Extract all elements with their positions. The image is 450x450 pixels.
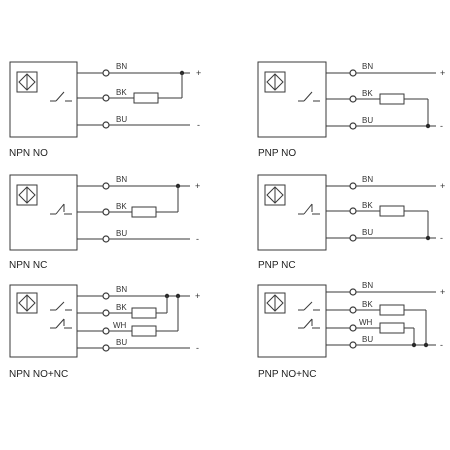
terminal-wh: [349, 324, 357, 332]
sensor-symbol-icon: [264, 184, 286, 206]
terminal-bn: [102, 69, 110, 77]
switch-no-icon: [50, 91, 72, 102]
diagram-caption: PNP NO+NC: [258, 369, 316, 380]
junction-dot: [411, 342, 417, 348]
diagram-caption: NPN NO: [9, 148, 48, 159]
sensor-body: [9, 61, 78, 138]
minus-sign: -: [440, 121, 443, 131]
switch-nc-icon: [298, 318, 320, 329]
minus-sign: -: [196, 234, 199, 244]
load-resistor: [379, 93, 405, 105]
junction-dot: [425, 123, 431, 129]
load-resistor: [131, 206, 157, 218]
terminal-bn: [102, 182, 110, 190]
wire-label-wh: WH: [113, 321, 127, 330]
terminal-bk: [102, 309, 110, 317]
diagram-npn-no: BN BK BU + - NPN NO: [9, 61, 201, 159]
wire-label-bk: BK: [116, 88, 127, 97]
load-resistor: [379, 205, 405, 217]
sensor-body: [257, 284, 327, 358]
wire-label-bn: BN: [116, 285, 127, 294]
terminal-bu: [349, 341, 357, 349]
diagram-pnp-nc: BN BK BU + - PNP NC: [257, 174, 445, 271]
wire-label-bn: BN: [116, 62, 127, 71]
wire-label-bu: BU: [116, 115, 127, 124]
wire-label-bn: BN: [116, 175, 127, 184]
wire-label-wh: WH: [359, 318, 373, 327]
wire-label-bn: BN: [362, 281, 373, 290]
switch-nc-icon: [50, 203, 72, 215]
minus-sign: -: [196, 343, 199, 353]
load-resistor-bk: [131, 307, 157, 319]
sensor-symbol-icon: [16, 184, 38, 206]
wire-label-bu: BU: [362, 335, 373, 344]
minus-sign: -: [197, 120, 200, 130]
terminal-bk: [349, 306, 357, 314]
minus-sign: -: [440, 233, 443, 243]
terminal-bu: [102, 121, 110, 129]
wire-label-bu: BU: [116, 229, 127, 238]
plus-sign: +: [196, 68, 201, 78]
diagram-caption: PNP NO: [258, 148, 296, 159]
load-resistor-wh: [379, 322, 405, 334]
diagram-npn-no-nc: BN BK WH BU + - NPN NO+NC: [9, 284, 200, 380]
wire-label-bu: BU: [116, 338, 127, 347]
sensor-symbol-icon: [16, 292, 38, 314]
wire-label-bk: BK: [362, 89, 373, 98]
wire-label-bk: BK: [116, 303, 127, 312]
load-resistor-bk: [379, 304, 405, 316]
terminal-bu: [349, 122, 357, 130]
diagram-pnp-no: BN BK BU + - PNP NO: [257, 61, 445, 159]
load-resistor: [133, 92, 159, 104]
switch-no-icon: [298, 301, 320, 311]
terminal-wh: [102, 327, 110, 335]
wire-label-bu: BU: [362, 228, 373, 237]
junction-dot: [423, 342, 429, 348]
plus-sign: +: [195, 291, 200, 301]
terminal-bn: [349, 182, 357, 190]
terminal-bn: [349, 69, 357, 77]
sensor-symbol-icon: [264, 292, 286, 314]
sensor-body: [9, 284, 78, 358]
diagram-npn-nc: BN BK BU + - NPN NC: [9, 174, 200, 271]
terminal-bn: [102, 292, 110, 300]
wire-label-bk: BK: [362, 300, 373, 309]
plus-sign: +: [195, 181, 200, 191]
wire-label-bn: BN: [362, 175, 373, 184]
switch-no-icon: [50, 301, 72, 311]
sensor-symbol-icon: [264, 71, 286, 93]
diagram-caption: PNP NC: [258, 260, 296, 271]
diagram-caption: NPN NO+NC: [9, 369, 68, 380]
terminal-bk: [349, 207, 357, 215]
plus-sign: +: [440, 287, 445, 297]
terminal-bu: [102, 235, 110, 243]
terminal-bk: [349, 95, 357, 103]
wire-label-bn: BN: [362, 62, 373, 71]
sensor-body: [9, 174, 78, 251]
sensor-body: [257, 174, 327, 251]
sensor-symbol-icon: [16, 71, 38, 93]
wire-label-bk: BK: [362, 201, 373, 210]
switch-nc-icon: [50, 318, 72, 329]
terminal-bn: [349, 288, 357, 296]
switch-nc-icon: [298, 203, 320, 215]
switch-no-icon: [298, 91, 320, 102]
diagram-caption: NPN NC: [9, 260, 47, 271]
load-resistor-wh: [131, 325, 157, 337]
terminal-bk: [102, 208, 110, 216]
junction-dot: [425, 235, 431, 241]
wire-label-bu: BU: [362, 116, 373, 125]
diagram-pnp-no-nc: BN BK WH BU + - PNP NO+NC: [257, 281, 445, 380]
plus-sign: +: [440, 68, 445, 78]
terminal-bu: [102, 344, 110, 352]
terminal-bu: [349, 234, 357, 242]
plus-sign: +: [440, 181, 445, 191]
terminal-bk: [102, 94, 110, 102]
minus-sign: -: [440, 340, 443, 350]
sensor-body: [257, 61, 327, 138]
wire-label-bk: BK: [116, 202, 127, 211]
